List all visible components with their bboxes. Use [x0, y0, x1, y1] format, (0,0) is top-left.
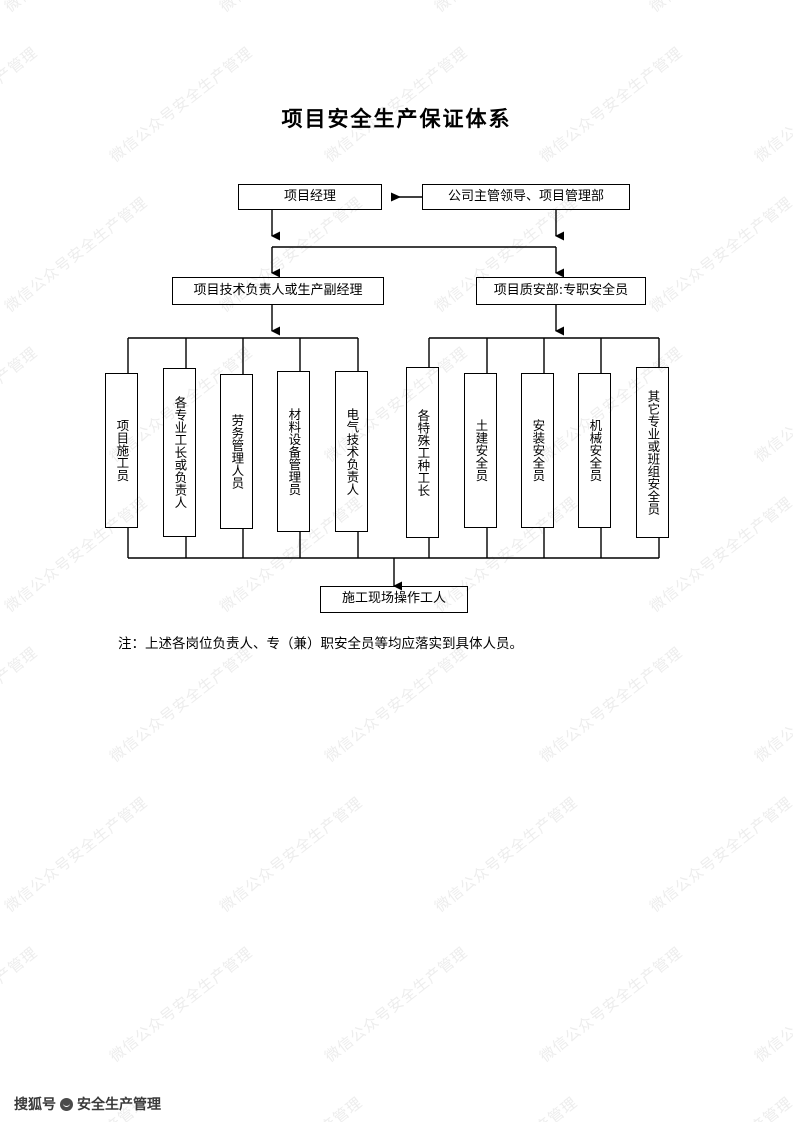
- node-trade-foreman[interactable]: 各专业工长或负责人: [163, 368, 196, 537]
- node-label: 公司主管领导、项目管理部: [447, 188, 604, 204]
- node-label: 机械安全员: [587, 419, 603, 482]
- node-quality-safety-dept[interactable]: 项目质安部:专职安全员: [476, 277, 646, 305]
- diagram-note: 注：上述各岗位负责人、专（兼）职安全员等均应落实到具体人员。: [118, 636, 523, 652]
- node-civil-safety-officer[interactable]: 土建安全员: [464, 373, 497, 528]
- node-label: 项目技术负责人或生产副经理: [193, 282, 363, 298]
- footer-account-label: 安全生产管理: [77, 1097, 161, 1113]
- node-label: 项目施工员: [114, 419, 130, 482]
- node-labor-manager[interactable]: 劳务管理人员: [220, 374, 253, 529]
- node-site-workers[interactable]: 施工现场操作工人: [320, 586, 468, 613]
- node-label: 施工现场操作工人: [341, 591, 446, 607]
- node-project-manager[interactable]: 项目经理: [238, 184, 382, 210]
- node-label: 项目质安部:专职安全员: [493, 282, 629, 298]
- node-label: 项目经理: [283, 188, 336, 204]
- node-tech-lead[interactable]: 项目技术负责人或生产副经理: [172, 277, 384, 305]
- node-label: 其它专业或班组安全员: [645, 390, 661, 515]
- node-installation-safety-officer[interactable]: 安装安全员: [521, 373, 554, 528]
- footer-attribution: 搜狐号 安全生产管理: [14, 1094, 161, 1114]
- node-label: 材料设备管理员: [286, 407, 302, 496]
- node-special-trade-foreman[interactable]: 各特殊工种工长: [406, 367, 439, 538]
- page-title: 项目安全生产保证体系: [281, 106, 512, 131]
- footer-platform-label: 搜狐号: [14, 1097, 56, 1113]
- node-label: 安装安全员: [530, 419, 546, 482]
- node-label: 劳务管理人员: [229, 414, 245, 489]
- sohu-logo-icon: [60, 1097, 73, 1111]
- node-label: 土建安全员: [473, 419, 489, 482]
- node-label: 各专业工长或负责人: [172, 396, 188, 509]
- node-label: 各特殊工种工长: [415, 408, 431, 497]
- node-site-engineer[interactable]: 项目施工员: [105, 373, 138, 528]
- node-material-equipment-manager[interactable]: 材料设备管理员: [277, 371, 310, 532]
- node-electrical-lead[interactable]: 电气技术负责人: [335, 371, 368, 532]
- node-label: 电气技术负责人: [344, 407, 360, 496]
- node-other-team-safety-officer[interactable]: 其它专业或班组安全员: [636, 367, 669, 538]
- node-mechanical-safety-officer[interactable]: 机械安全员: [578, 373, 611, 528]
- node-company-leader[interactable]: 公司主管领导、项目管理部: [422, 184, 630, 210]
